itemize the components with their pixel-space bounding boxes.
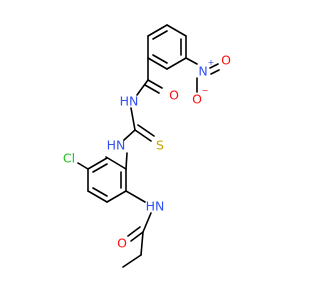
benzoyl-amide: O HN (120, 57, 179, 109)
double-bond-inner (92, 187, 108, 197)
nitro-group: N + O O − (185, 53, 231, 107)
nitro-n-charge: + (208, 58, 215, 67)
double-bond-inner (144, 84, 160, 94)
bond (166, 57, 187, 70)
bond (140, 231, 144, 256)
bond (142, 212, 152, 233)
propanamide: HN O (117, 190, 165, 268)
bond (185, 57, 198, 65)
bond (125, 152, 128, 170)
nitro-o-charge: − (202, 86, 209, 95)
nitro-n-label: N (198, 64, 207, 79)
bond (136, 79, 149, 96)
chloroaniline-ring: Cl (63, 151, 128, 203)
bond (106, 190, 127, 203)
carbonyl-o1-label: O (169, 88, 179, 103)
bond (125, 190, 146, 203)
carbonyl-o2-label: O (117, 236, 127, 251)
double-bond-inner (127, 226, 141, 237)
bond (77, 162, 89, 170)
bond (105, 156, 127, 170)
bond (147, 24, 168, 37)
sulfur-label: S (156, 138, 164, 153)
bond (147, 79, 163, 89)
bond (123, 129, 136, 141)
molecule-structure: N + O O − O HN S HN Cl (63, 24, 231, 268)
amide-nh1-label: HN (120, 94, 139, 109)
double-bond-inner (137, 124, 155, 137)
anilide-nh-label: HN (146, 199, 165, 214)
bond (122, 254, 142, 268)
chlorine-label: Cl (63, 151, 75, 166)
bond (130, 107, 136, 131)
bond (130, 231, 144, 242)
bond (147, 57, 168, 70)
nitro-o-top-label: O (221, 53, 231, 68)
double-bond-inner (152, 54, 168, 64)
bond (87, 190, 108, 203)
nitrobenzene-ring (147, 24, 187, 70)
double-bond-inner (92, 163, 108, 173)
bond (134, 129, 152, 142)
double-bond-inner (152, 30, 168, 40)
thio-nh-label: HN (107, 138, 126, 153)
bond (166, 24, 187, 37)
bond (209, 63, 219, 69)
bond (210, 69, 220, 75)
thiourea: S HN (107, 107, 164, 153)
bond (87, 157, 108, 170)
nitro-o-bottom-label: O (192, 92, 202, 107)
